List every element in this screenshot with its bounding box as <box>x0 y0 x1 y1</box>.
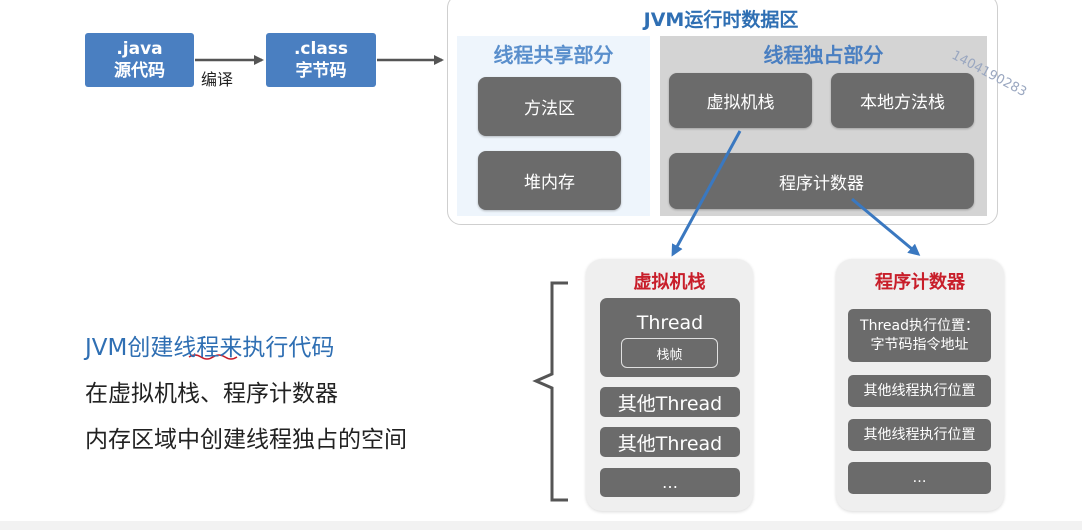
vm-stack-column-title: 虚拟机栈 <box>633 272 706 293</box>
description-line1: JVM创建线程来执行代码 <box>85 328 334 362</box>
java-source-line1: .java <box>116 39 163 59</box>
thread-exec-position-line2: 字节码指令地址 <box>870 336 969 353</box>
underline-squiggle <box>188 354 238 360</box>
class-file-line1: .class <box>293 39 349 59</box>
class-file-box: .class 字节码 <box>266 33 376 87</box>
runtime-area-title: JVM运行时数据区 <box>643 8 799 31</box>
description-line3: 内存区域中创建线程独占的空间 <box>85 427 407 453</box>
description-line1-prefix: JVM创建 <box>85 335 174 361</box>
description-line1-suffix: 来执行代码 <box>219 335 335 361</box>
shared-panel-title: 线程共享部分 <box>493 42 614 67</box>
other-thread-2: 其他Thread <box>600 427 740 457</box>
java-source-box: .java 源代码 <box>85 33 194 87</box>
program-counter-arrow <box>851 197 921 256</box>
java-source-line2: 源代码 <box>114 61 165 81</box>
pc-column-title: 程序计数器 <box>875 272 965 293</box>
vm-stack-ellipsis: … <box>600 468 740 497</box>
program-counter-box: 程序计数器 <box>669 153 974 209</box>
method-area-box: 方法区 <box>478 77 621 136</box>
heap-memory-box: 堆内存 <box>478 151 621 210</box>
brace <box>532 281 568 502</box>
vm-stack-arrow <box>671 130 742 257</box>
thread-label: Thread <box>636 312 704 334</box>
description-line2: 在虚拟机栈、程序计数器 <box>85 381 338 407</box>
native-method-stack-box: 本地方法栈 <box>831 73 974 128</box>
pc-ellipsis: … <box>848 462 991 494</box>
compile-label: 编译 <box>201 70 234 89</box>
class-file-line2: 字节码 <box>295 61 347 81</box>
other-thread-position-2: 其他线程执行位置 <box>848 419 991 451</box>
other-thread-position-1: 其他线程执行位置 <box>848 375 991 407</box>
thread-exec-position-box: Thread执行位置： 字节码指令地址 <box>848 309 991 362</box>
vm-stack-box: 虚拟机栈 <box>669 73 812 128</box>
private-panel-title: 线程独占部分 <box>763 42 884 67</box>
other-thread-1: 其他Thread <box>600 387 740 417</box>
stack-frame-box: 栈帧 <box>621 338 718 368</box>
description-line1-underlined: 线程 <box>173 335 220 361</box>
bottom-bar <box>0 521 1082 530</box>
thread-exec-position-line1: Thread执行位置： <box>860 317 979 334</box>
